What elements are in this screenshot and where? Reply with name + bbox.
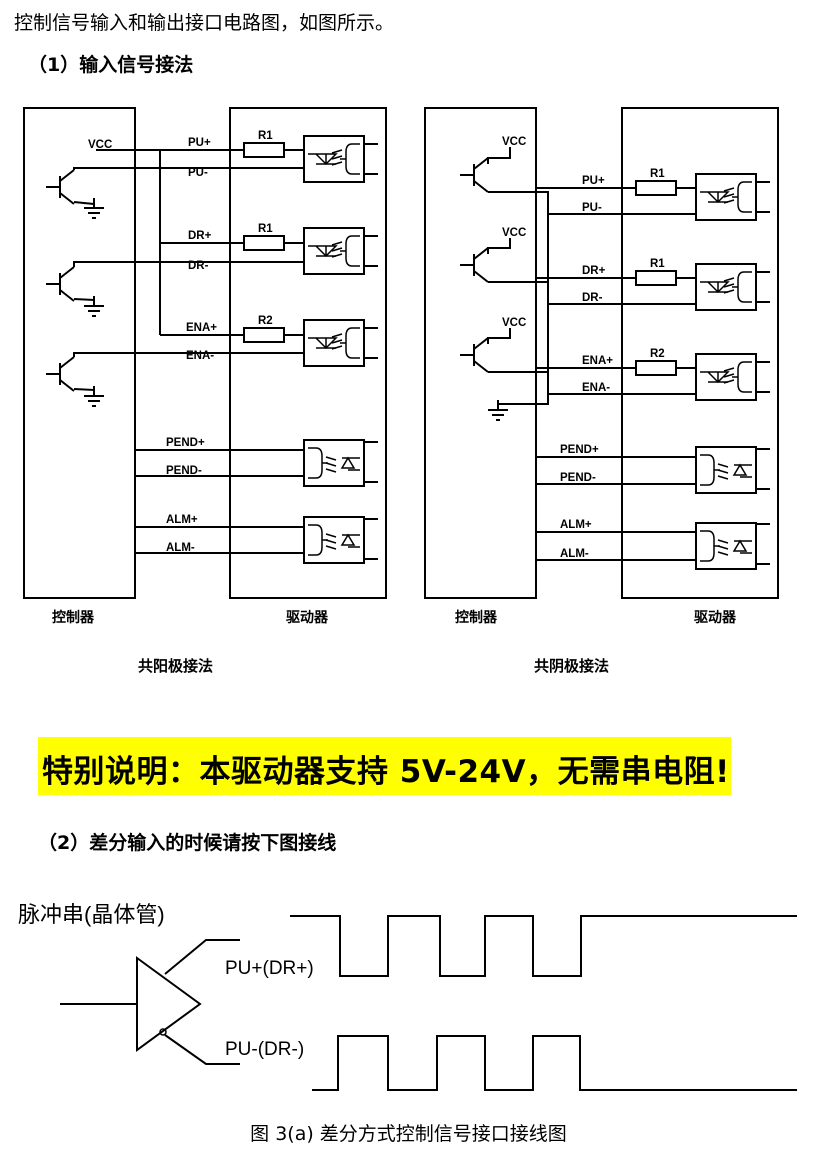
differential-diagram: 脉冲串(晶体管) PU+(DR+) PU-(DR-) bbox=[18, 902, 797, 1091]
pulse-waveform-minus bbox=[312, 1035, 797, 1091]
ena-plus-label: ENA+ bbox=[582, 355, 613, 367]
dr-plus-label: DR+ bbox=[188, 230, 212, 242]
ena-minus-label: ENA- bbox=[186, 350, 214, 362]
pu-plus-dr-plus-label: PU+(DR+) bbox=[225, 958, 314, 979]
ena-minus-label: ENA- bbox=[582, 382, 610, 394]
vcc-label: VCC bbox=[502, 227, 526, 239]
r1-label: R1 bbox=[650, 258, 665, 270]
r2-label: R2 bbox=[258, 315, 273, 327]
intro-text: 控制信号输入和输出接口电路图，如图所示。 bbox=[14, 12, 395, 34]
dr-minus-label: DR- bbox=[582, 292, 603, 304]
common-cathode-caption: 共阴极接法 bbox=[534, 657, 609, 675]
vcc-label: VCC bbox=[502, 136, 526, 148]
controller-box bbox=[424, 107, 537, 599]
section-2-title: （2）差分输入的时候请按下图接线 bbox=[38, 832, 337, 854]
r1-label: R1 bbox=[258, 130, 273, 142]
pu-minus-label: PU- bbox=[188, 167, 208, 179]
pu-minus-label: PU- bbox=[582, 202, 602, 214]
special-note-text: 特别说明：本驱动器支持 5V-24V，无需串电阻! bbox=[42, 754, 730, 790]
driver-box bbox=[621, 107, 779, 599]
r2-label: R2 bbox=[650, 348, 665, 360]
ena-plus-label: ENA+ bbox=[186, 322, 217, 334]
common-anode-diagram: VCC PU+ PU- DR+ DR- ENA+ ENA- R1 R1 R2 P… bbox=[23, 107, 387, 675]
pend-plus-label: PEND+ bbox=[560, 444, 599, 456]
special-note-banner: 特别说明：本驱动器支持 5V-24V，无需串电阻! bbox=[38, 737, 731, 795]
common-anode-caption: 共阳极接法 bbox=[138, 657, 213, 675]
r1-label: R1 bbox=[650, 168, 665, 180]
pu-minus-dr-minus-label: PU-(DR-) bbox=[225, 1039, 304, 1060]
driver-label: 驱动器 bbox=[694, 609, 737, 625]
controller-label: 控制器 bbox=[455, 609, 498, 625]
source-label: 脉冲串(晶体管) bbox=[18, 902, 165, 927]
alm-minus-label: ALM- bbox=[166, 542, 195, 554]
pu-plus-label: PU+ bbox=[582, 175, 605, 187]
vcc-label: VCC bbox=[502, 317, 526, 329]
common-cathode-diagram: VCC VCC VCC PU+ PU- DR+ DR- ENA+ ENA- R1… bbox=[424, 107, 779, 675]
dr-plus-label: DR+ bbox=[582, 265, 606, 277]
pend-minus-label: PEND- bbox=[560, 472, 596, 484]
dr-minus-label: DR- bbox=[188, 260, 209, 272]
vcc-label: VCC bbox=[88, 139, 112, 151]
alm-minus-label: ALM- bbox=[560, 548, 589, 560]
driver-label: 驱动器 bbox=[286, 609, 329, 625]
pend-plus-label: PEND+ bbox=[166, 437, 205, 449]
controller-label: 控制器 bbox=[52, 609, 95, 625]
pend-minus-label: PEND- bbox=[166, 465, 202, 477]
pu-plus-label: PU+ bbox=[188, 137, 211, 149]
r1-label: R1 bbox=[258, 223, 273, 235]
figure-caption: 图 3(a) 差分方式控制信号接口接线图 bbox=[250, 1123, 567, 1145]
wiring-diagrams: VCC PU+ PU- DR+ DR- ENA+ ENA- R1 R1 R2 P… bbox=[23, 107, 779, 675]
alm-plus-label: ALM+ bbox=[560, 519, 592, 531]
pulse-waveform-plus bbox=[290, 915, 797, 977]
alm-plus-label: ALM+ bbox=[166, 514, 198, 526]
section-1-title: （1）输入信号接法 bbox=[28, 54, 194, 76]
buffer-symbol bbox=[136, 956, 202, 1052]
